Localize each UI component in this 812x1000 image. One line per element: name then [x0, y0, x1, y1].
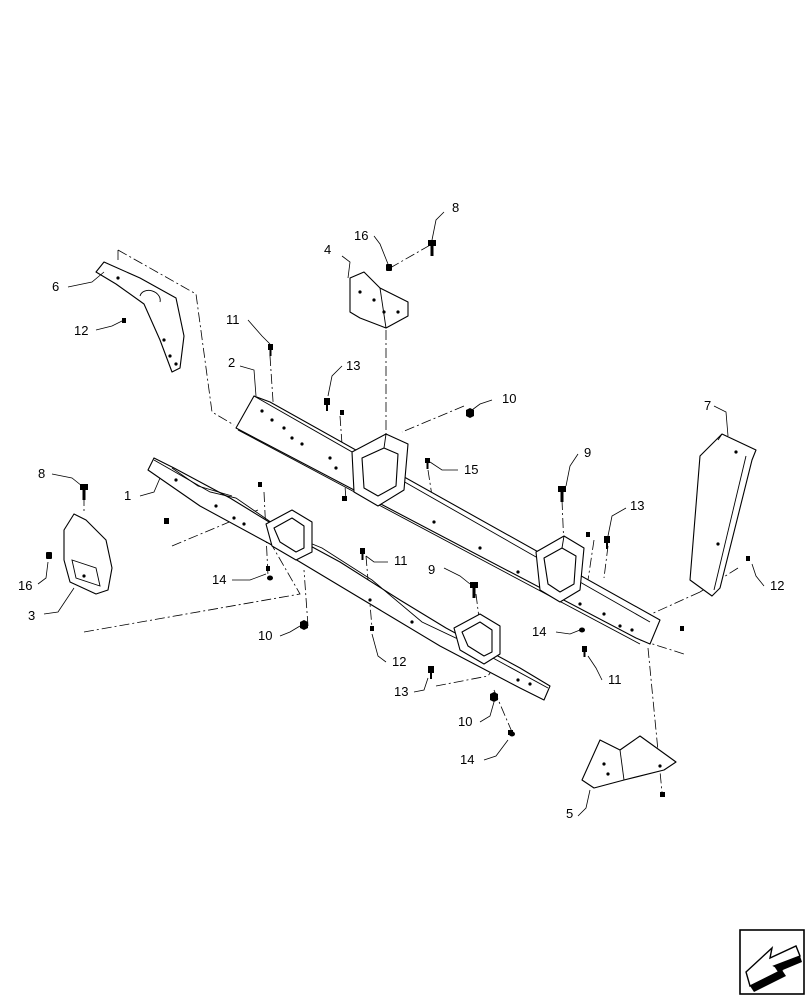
- callout-10-a: 10: [502, 391, 516, 406]
- part-2-holes: [260, 409, 634, 632]
- callout-12-c: 12: [770, 578, 784, 593]
- callout-11-c: 11: [608, 672, 622, 687]
- washer-16-upper: [386, 264, 392, 271]
- screw-13c: [428, 666, 434, 679]
- callout-13-a: 13: [346, 358, 360, 373]
- callout-15: 15: [464, 462, 478, 477]
- part-5-bracket: [581, 735, 677, 789]
- callout-6: 6: [52, 279, 59, 294]
- bolt-9-lower: [470, 582, 478, 598]
- leader-lines: [37, 211, 765, 817]
- callout-16-b: 16: [18, 578, 32, 593]
- part-6-bracket: [95, 261, 185, 373]
- part-4-bracket: [349, 271, 409, 329]
- callout-5: 5: [566, 806, 573, 821]
- callout-14-a: 14: [212, 572, 226, 587]
- arrow-orientation-icon: [739, 929, 805, 995]
- callout-3: 3: [28, 608, 35, 623]
- screw-13: [324, 398, 330, 411]
- callout-12-a: 12: [74, 323, 88, 338]
- screw-11b: [360, 548, 365, 560]
- callout-10-b: 10: [258, 628, 272, 643]
- callout-14-c: 14: [460, 752, 474, 767]
- callout-12-b: 12: [392, 654, 406, 669]
- washers-14: [267, 575, 585, 737]
- callout-11-b: 11: [394, 553, 408, 568]
- callout-9-b: 9: [428, 562, 435, 577]
- washer-16-left: [46, 552, 52, 559]
- screw-11: [268, 344, 273, 356]
- callout-11-a: 11: [226, 312, 240, 327]
- callout-8-b: 8: [38, 466, 45, 481]
- callout-8-a: 8: [452, 200, 459, 215]
- callout-1: 1: [124, 488, 131, 503]
- callout-labels: 6 12 2 4 16 8 11 13 10 7 1 8 16 3 9 15 1…: [18, 200, 784, 821]
- callout-7: 7: [704, 398, 711, 413]
- part-7-strap: [689, 433, 757, 597]
- callout-13-c: 13: [394, 684, 408, 699]
- callout-14-b: 14: [532, 624, 546, 639]
- callout-10-c: 10: [458, 714, 472, 729]
- callout-16-a: 16: [354, 228, 368, 243]
- callout-9-a: 9: [584, 445, 591, 460]
- screw-15: [425, 458, 430, 469]
- part-2-upper-rail: [235, 395, 661, 645]
- part-3-bracket: [63, 513, 113, 595]
- screw-11c: [582, 646, 587, 657]
- bolt-8-left: [80, 484, 88, 500]
- part-1-holes: [174, 478, 532, 686]
- part-1-lower-rail: [147, 457, 551, 701]
- hardware: [46, 240, 750, 797]
- bolt-9-upper: [558, 486, 566, 502]
- callout-4: 4: [324, 242, 331, 257]
- screw-13b: [604, 536, 610, 549]
- callout-2: 2: [228, 355, 235, 370]
- nuts-10: [300, 408, 498, 702]
- callout-13-b: 13: [630, 498, 644, 513]
- bolt-8-upper: [428, 240, 436, 256]
